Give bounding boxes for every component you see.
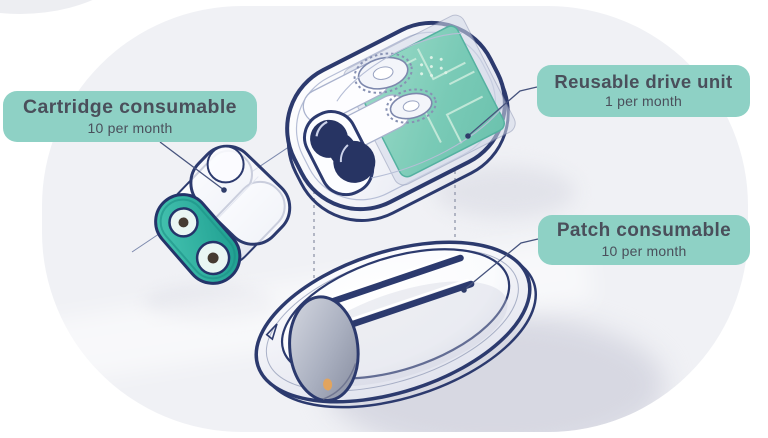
callout-patch-consumable: Patch consumable 10 per month	[538, 215, 750, 265]
callout-title: Reusable drive unit	[554, 71, 733, 93]
leader-dot-drive-unit	[465, 133, 471, 139]
face-plate-inner-edge	[159, 198, 236, 280]
patch-triangle-marker	[265, 323, 278, 341]
callout-reusable-drive-unit: Reusable drive unit 1 per month	[537, 65, 750, 117]
patch-illustration	[254, 240, 537, 409]
callout-title: Cartridge consumable	[23, 96, 237, 119]
leader-dot-cartridge	[221, 187, 227, 193]
leader-line-cartridge	[159, 141, 225, 191]
cartridge-illustration	[154, 144, 292, 285]
flap-fold-line	[322, 363, 357, 400]
callout-subtitle: 1 per month	[605, 93, 682, 110]
leader-dot-patch	[461, 287, 467, 293]
callout-title: Patch consumable	[556, 219, 732, 241]
cartridge-glass-dome	[206, 145, 245, 184]
port-lower-center	[207, 252, 219, 264]
cavity-highlight-upper	[315, 120, 328, 137]
callout-subtitle: 10 per month	[601, 242, 687, 259]
port-upper-center	[178, 217, 189, 228]
groove-upper-highlight	[309, 252, 459, 305]
shell-contour-bottom	[371, 105, 504, 179]
drive-unit-illustration	[285, 14, 516, 222]
callout-subtitle: 10 per month	[87, 119, 173, 136]
pcb-solder-dots	[420, 56, 448, 77]
cavity-highlight-lower	[339, 144, 349, 163]
flap-orange-dot	[323, 378, 333, 391]
patch-flap	[288, 295, 360, 403]
callout-cartridge-consumable: Cartridge consumable 10 per month	[3, 91, 257, 142]
shell-contour-top	[336, 32, 462, 102]
drive-unit-shadow	[435, 166, 575, 218]
leader-line-drive-unit	[467, 86, 538, 137]
leader-line-patch	[463, 238, 539, 291]
patch-groove-upper	[311, 254, 464, 311]
